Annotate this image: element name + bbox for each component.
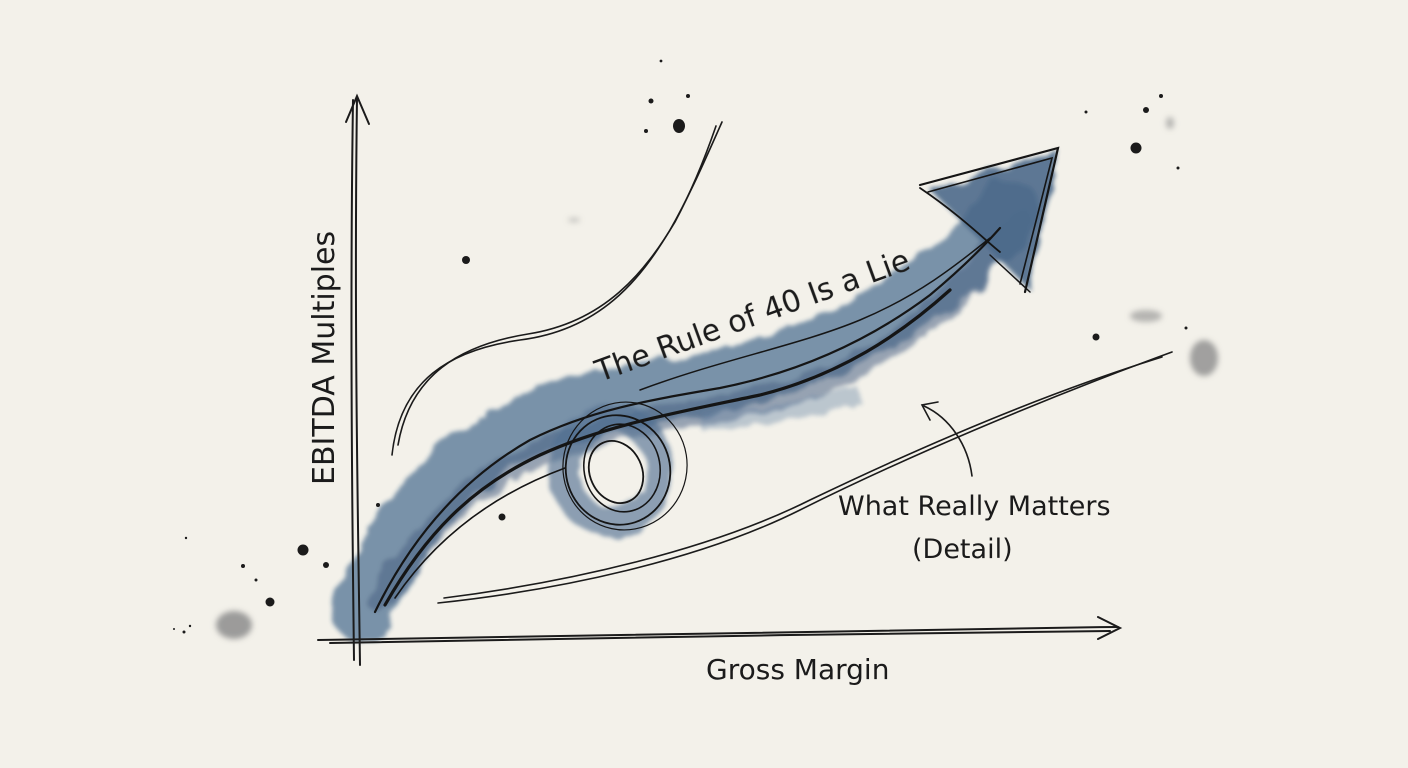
y-axis-label: EBITDA Multiples <box>307 231 342 485</box>
x-axis-label: Gross Margin <box>706 653 889 686</box>
annotation-label-line1: What Really Matters <box>838 491 1111 522</box>
annotation-label-line2: (Detail) <box>912 534 1013 565</box>
